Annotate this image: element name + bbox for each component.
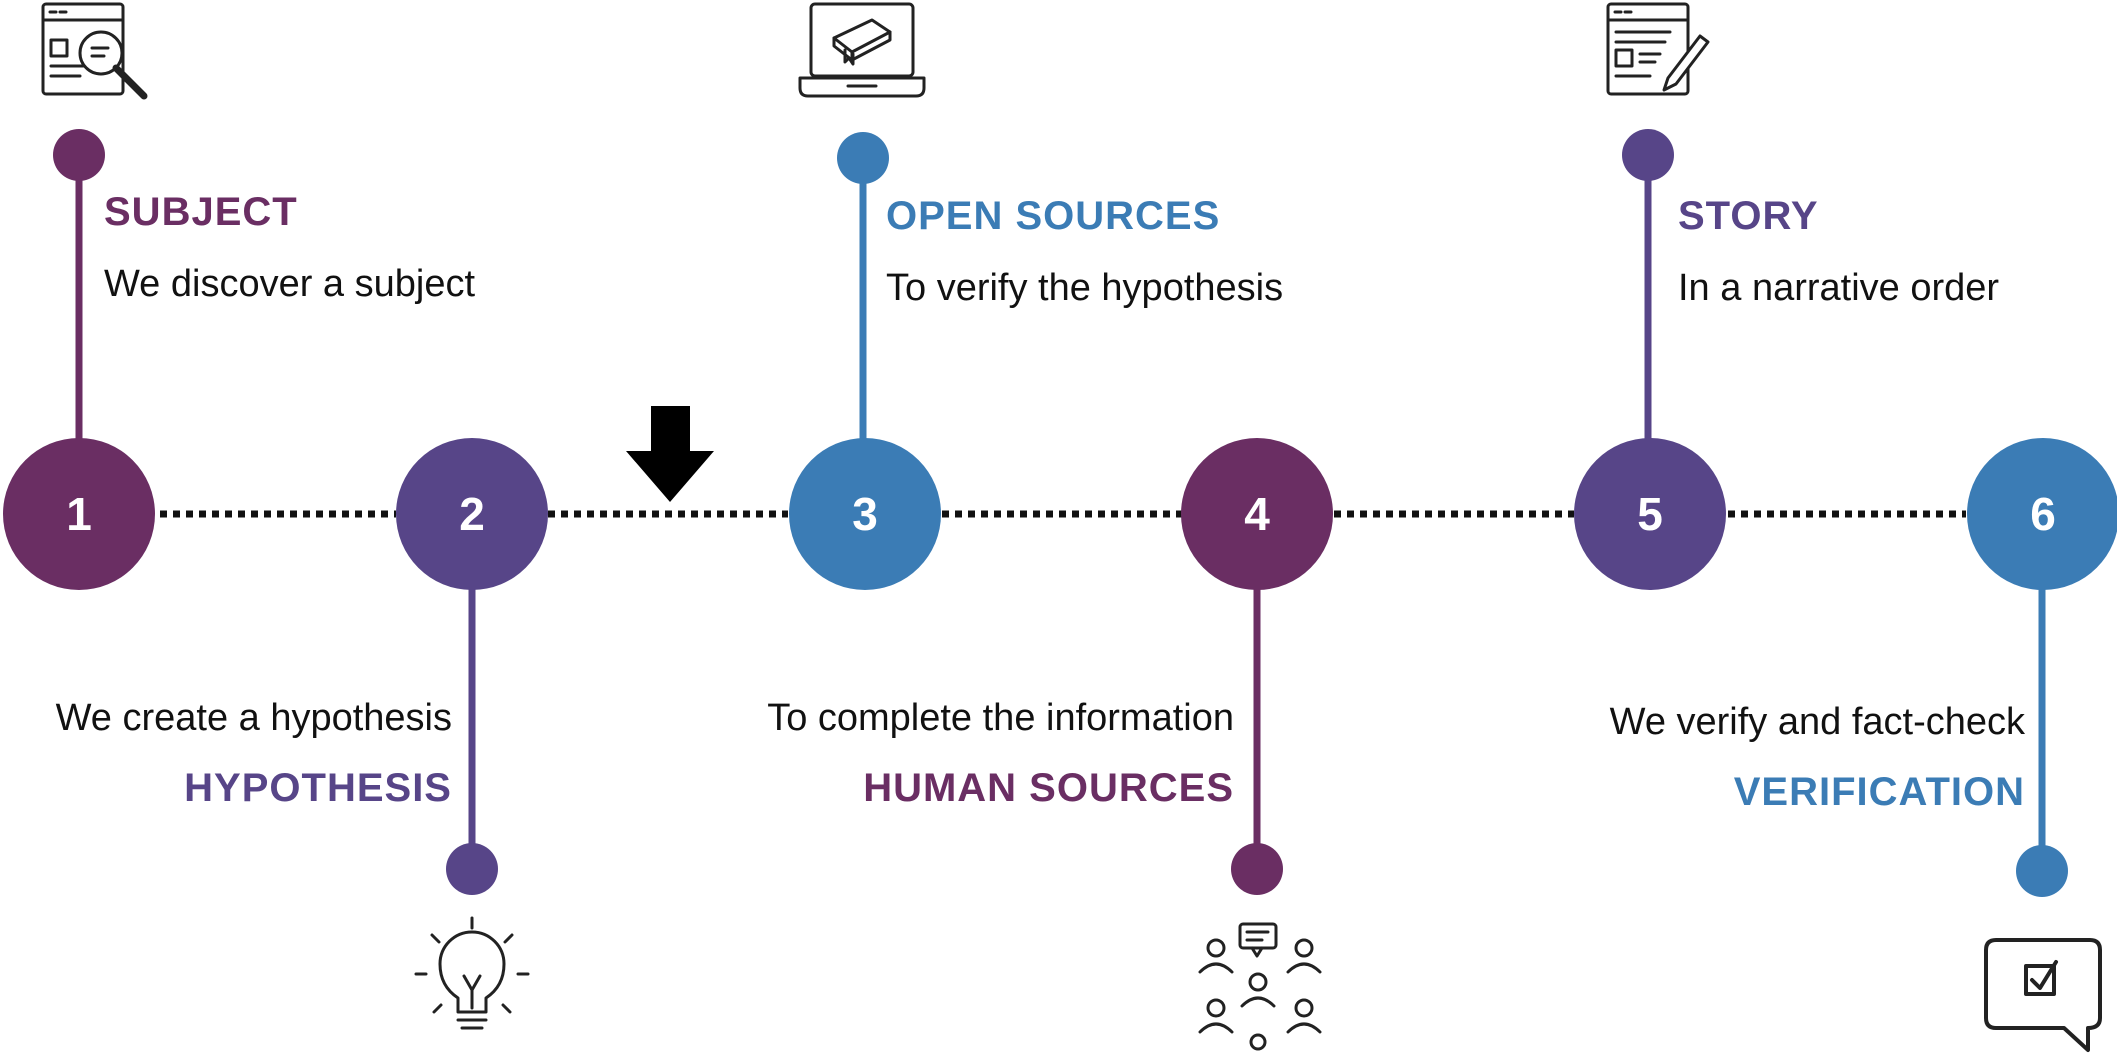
- step-2-circle: [396, 438, 548, 590]
- step-3-number: 3: [852, 488, 878, 540]
- step-1-number: 1: [66, 488, 92, 540]
- people-chat-icon: [1198, 922, 1322, 1051]
- laptop-book-icon: [798, 2, 926, 98]
- lightbulb-icon: [414, 916, 530, 1030]
- step-5-title: STORY: [1678, 194, 1819, 238]
- step-5: 5: [1574, 129, 1726, 590]
- step-2-title: HYPOTHESIS: [184, 766, 452, 810]
- chat-checkbox-icon: [1984, 938, 2102, 1052]
- step-6-title: VERIFICATION: [1733, 770, 2025, 814]
- step-5-end-dot: [1622, 129, 1674, 181]
- step-6-circle: [1967, 438, 2117, 590]
- document-pencil-icon: [1606, 2, 1710, 96]
- arrow-down-icon: [626, 406, 714, 502]
- step-3-description: To verify the hypothesis: [886, 267, 1284, 309]
- step-2-end-dot: [446, 843, 498, 895]
- step-6-description: We verify and fact-check: [1609, 701, 2025, 743]
- step-6-number: 6: [2030, 488, 2056, 540]
- step-3-circle: [789, 438, 941, 590]
- step-4-title: HUMAN SOURCES: [863, 766, 1234, 810]
- step-5-description: In a narrative order: [1678, 267, 2000, 309]
- step-4-end-dot: [1231, 843, 1283, 895]
- step-3-title: OPEN SOURCES: [886, 194, 1221, 238]
- step-4-description: To complete the information: [767, 697, 1234, 739]
- browser-magnifier-icon: [41, 2, 148, 100]
- step-1-circle: [3, 438, 155, 590]
- step-6-end-dot: [2016, 845, 2068, 897]
- step-6: 6: [1967, 438, 2117, 897]
- step-2-number: 2: [459, 488, 485, 540]
- step-1: 1: [3, 129, 155, 590]
- step-1-description: We discover a subject: [104, 263, 476, 305]
- step-3-end-dot: [837, 132, 889, 184]
- step-4-number: 4: [1244, 488, 1270, 540]
- step-2-description: We create a hypothesis: [55, 697, 452, 739]
- step-1-end-dot: [53, 129, 105, 181]
- step-4-circle: [1181, 438, 1333, 590]
- step-4: 4: [1181, 438, 1333, 895]
- step-2: 2: [396, 438, 548, 895]
- step-5-circle: [1574, 438, 1726, 590]
- step-3: 3: [789, 132, 941, 590]
- step-1-title: SUBJECT: [104, 190, 298, 234]
- step-5-number: 5: [1637, 488, 1663, 540]
